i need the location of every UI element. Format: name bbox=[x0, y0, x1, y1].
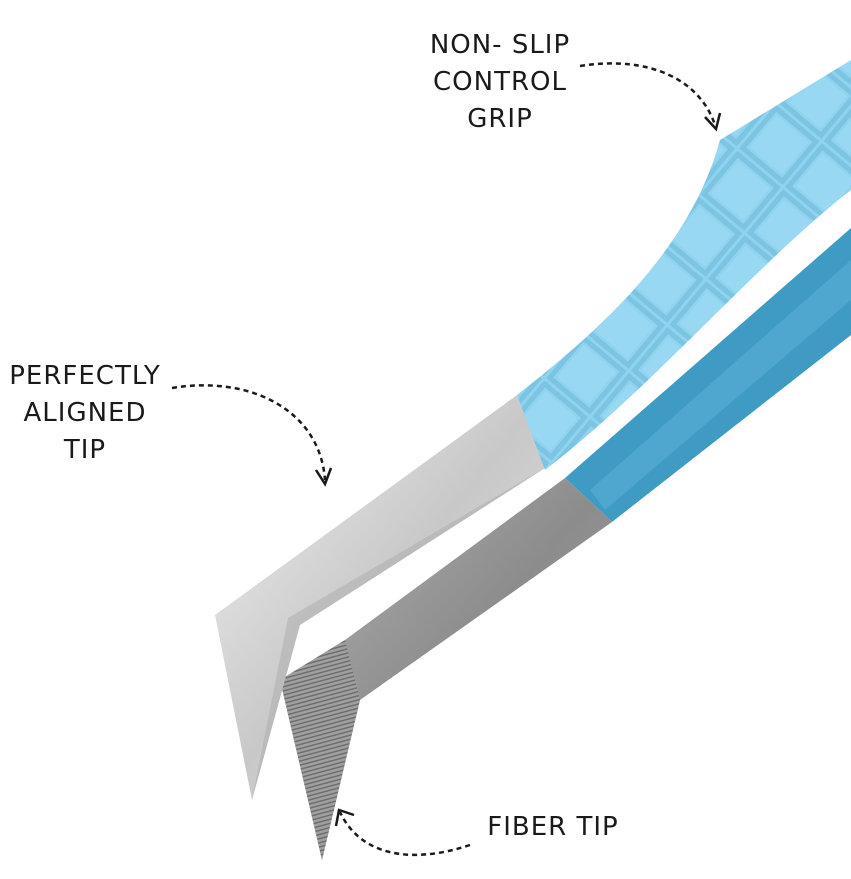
aligned-tip-arrow bbox=[171, 384, 327, 481]
grip-arrow bbox=[579, 62, 717, 126]
back-blade bbox=[280, 478, 612, 860]
grip-callout: NON- SLIP CONTROL GRIP bbox=[410, 27, 590, 138]
callout-line: TIP bbox=[63, 435, 107, 465]
callout-line: ALIGNED bbox=[23, 398, 147, 428]
callout-line: NON- SLIP bbox=[429, 30, 571, 60]
callout-line: CONTROL bbox=[433, 67, 567, 97]
back-arm-grip bbox=[565, 228, 851, 522]
front-blade bbox=[215, 395, 545, 800]
aligned-arrowhead bbox=[314, 467, 333, 487]
callout-line: GRIP bbox=[467, 104, 533, 134]
fiber-tip-callout: FIBER TIP bbox=[478, 809, 628, 846]
aligned-tip-callout: PERFECTLY ALIGNED TIP bbox=[0, 358, 170, 469]
callout-line: PERFECTLY bbox=[9, 361, 161, 391]
front-arm-grip bbox=[517, 60, 851, 470]
fiber-tip-arrow bbox=[338, 811, 471, 857]
fiber-tip-ridges bbox=[280, 640, 360, 860]
fiber-arrowhead bbox=[334, 808, 355, 827]
callout-line: FIBER TIP bbox=[487, 812, 619, 842]
grip-arrowhead bbox=[704, 112, 722, 132]
